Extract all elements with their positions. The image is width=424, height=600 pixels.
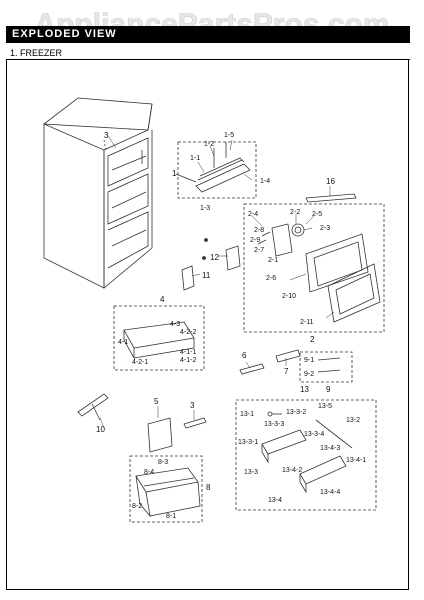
label-13-4-2: 13-4-2: [282, 467, 302, 474]
label-8-3: 8-3: [158, 459, 168, 466]
label-4-3: 4-3: [170, 321, 180, 328]
label-13-5: 13-5: [318, 403, 332, 410]
label-13-3-2: 13-3-2: [286, 409, 306, 416]
label-8-2: 8-2: [132, 503, 142, 510]
section-header-title: EXPLODED VIEW: [12, 28, 117, 40]
label-1-3: 1-3: [200, 205, 210, 212]
part-1-box: [177, 141, 257, 199]
part-13-3-tray: [261, 429, 307, 464]
label-2-5: 2-5: [312, 211, 322, 218]
part-5-filter: [147, 417, 173, 453]
label-13-4-4: 13-4-4: [320, 489, 340, 496]
label-2-10: 2-10: [282, 293, 296, 300]
part-11-bracket: [181, 265, 195, 291]
callout-labels: 3 1 1-1 1-2 1-5 1-4 1-3 16 2-4 2-2 2-5 2…: [96, 131, 366, 520]
label-13-3-4: 13-3-4: [304, 431, 324, 438]
label-1: 1: [172, 169, 177, 178]
part-13-box: [235, 399, 377, 511]
label-9-1: 9-1: [304, 357, 314, 364]
label-13: 13: [300, 385, 309, 394]
label-13-4-1: 13-4-1: [346, 457, 366, 464]
refrigerator-cabinet: [42, 97, 153, 289]
label-1-5: 1-5: [224, 132, 234, 139]
label-4-1: 4-1: [118, 339, 128, 346]
subsection-label: 1. FREEZER: [10, 48, 63, 58]
label-2-4: 2-4: [248, 211, 258, 218]
part-2-box: [243, 203, 385, 333]
label-13-3-3: 13-3-3: [264, 421, 284, 428]
label-13-1: 13-1: [240, 411, 254, 418]
label-13-2: 13-2: [346, 417, 360, 424]
part-16-strip: [305, 193, 357, 203]
label-13-3: 13-3: [244, 469, 258, 476]
label-5: 5: [154, 397, 159, 406]
label-2-11: 2-11: [300, 319, 314, 326]
label-2-3: 2-3: [320, 225, 330, 232]
section-header-bar: [6, 26, 410, 43]
label-3: 3: [190, 401, 195, 410]
label-13-4-3: 13-4-3: [320, 445, 340, 452]
label-13-4: 13-4: [268, 497, 282, 504]
part-8-basket: [135, 467, 201, 518]
label-8-1: 8-1: [166, 513, 176, 520]
part-4-drawer: [123, 321, 195, 360]
part-9-box: [299, 351, 353, 383]
label-4-2-2: 4-2-2: [180, 329, 196, 336]
label-2-6: 2-6: [266, 275, 276, 282]
label-10: 10: [96, 425, 105, 434]
label-2-9: 2-9: [250, 237, 260, 244]
label-13-3-1: 13-3-1: [238, 439, 258, 446]
label-4-1-2: 4-1-2: [180, 357, 196, 364]
part-7: [275, 349, 301, 363]
part-2-10-cover: [305, 233, 369, 293]
label-1-1: 1-1: [190, 155, 200, 162]
label-6: 6: [242, 351, 247, 360]
label-1-2: 1-2: [204, 141, 214, 148]
label-9-2: 9-2: [304, 371, 314, 378]
label-4: 4: [160, 295, 165, 304]
label-2-7: 2-7: [254, 247, 264, 254]
label-2: 2: [310, 335, 315, 344]
label-8-4: 8-4: [144, 469, 154, 476]
part-10-rail: [77, 393, 109, 417]
label-2-8: 2-8: [254, 227, 264, 234]
label-16: 16: [326, 177, 335, 186]
part-13-4-tray: [299, 455, 347, 494]
label-12: 12: [210, 253, 219, 262]
label-cabinet: 3: [104, 131, 109, 140]
diagram-frame: [6, 60, 409, 590]
part-1-3-rail: [195, 157, 251, 193]
label-7: 7: [284, 367, 289, 376]
subsection-bar: [6, 47, 410, 60]
part-4-box: [113, 305, 205, 371]
part-3-strip: [183, 417, 207, 429]
part-2-11-cover: [327, 263, 381, 323]
label-1-4: 1-4: [260, 178, 270, 185]
label-4-1-1: 4-1-1: [180, 349, 196, 356]
label-9: 9: [326, 385, 331, 394]
part-13-5-bar: [315, 419, 353, 449]
label-2-1: 2-1: [268, 257, 278, 264]
part-8-box: [129, 455, 203, 523]
part-12-bracket: [225, 245, 241, 271]
label-4-2-1: 4-2-1: [132, 359, 148, 366]
part-6: [239, 363, 265, 375]
label-8: 8: [206, 483, 211, 492]
label-11: 11: [202, 271, 211, 280]
label-2-2: 2-2: [290, 209, 300, 216]
